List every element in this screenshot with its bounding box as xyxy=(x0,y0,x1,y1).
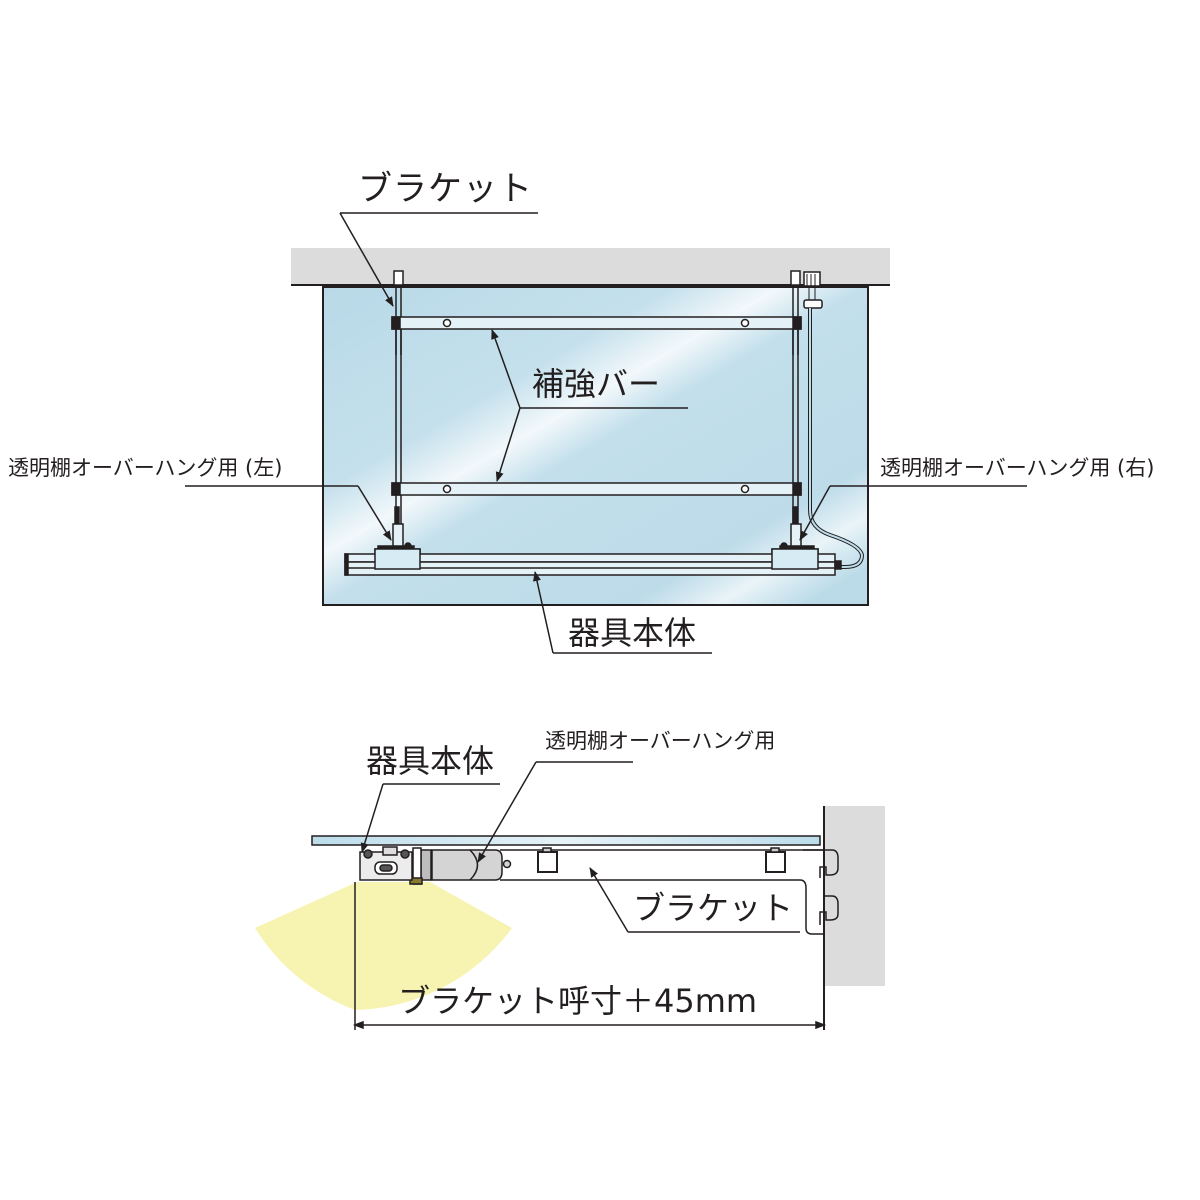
label-fixture-body-front: 器具本体 xyxy=(568,614,697,652)
power-cable xyxy=(803,271,865,569)
reinforcement-bar-upper xyxy=(391,316,802,330)
glass-shelf-side xyxy=(311,835,821,846)
label-overhang-left: 透明棚オーバーハング用 (左) xyxy=(8,456,283,480)
reinforcement-bar-lower xyxy=(391,482,802,496)
leader-lines-side xyxy=(360,761,800,933)
fixture-body-front xyxy=(344,548,842,576)
label-bracket-front: ブラケット xyxy=(358,169,533,209)
label-overhang-right: 透明棚オーバーハング用 (右) xyxy=(880,456,1155,480)
label-reinforcement-bar: 補強バー xyxy=(532,365,661,403)
label-overhang-side: 透明棚オーバーハング用 xyxy=(545,729,776,753)
label-dimension: ブラケット呼寸＋45mm xyxy=(398,982,758,1020)
label-bracket-side: ブラケット xyxy=(633,889,794,927)
label-fixture-body-side: 器具本体 xyxy=(366,742,495,780)
front-view xyxy=(185,212,1027,654)
light-beam xyxy=(255,882,512,1010)
bracket-side xyxy=(500,847,839,935)
side-view xyxy=(255,761,885,1030)
fixture-body-side xyxy=(359,846,413,881)
dimension-line xyxy=(352,882,827,1030)
leader-lines-front xyxy=(185,212,1027,654)
ceiling xyxy=(291,248,890,285)
overhang-holder-side xyxy=(409,847,512,885)
